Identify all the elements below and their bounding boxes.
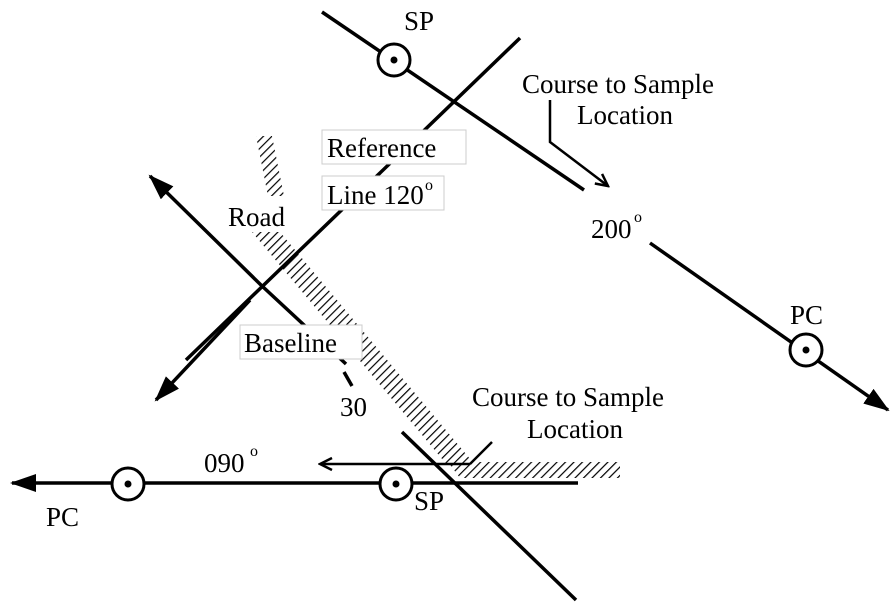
label-angle-090: 090	[204, 448, 245, 478]
label-angle-200: 200	[591, 214, 632, 244]
label-baseline: Baseline	[244, 328, 337, 358]
label-reference-1: Reference	[327, 133, 436, 163]
lower-diagonal-line	[400, 430, 578, 602]
label-sp-bottom: SP	[414, 486, 444, 516]
label-sp-top: SP	[404, 6, 434, 36]
label-course-bottom-1: Course to Sample	[472, 382, 664, 412]
label-pc-left: PC	[46, 502, 79, 532]
station-marker-pc-right	[788, 332, 824, 368]
label-course-top-2: Location	[577, 100, 673, 130]
station-marker-sp-top	[376, 42, 412, 78]
label-baseline-30: 30	[340, 392, 367, 422]
label-road: Road	[228, 202, 285, 232]
label-angle-090-degree: o	[250, 443, 258, 460]
label-pc-right: PC	[790, 300, 823, 330]
label-course-bottom-2: Location	[527, 414, 623, 444]
label-angle-200-degree: o	[634, 209, 642, 226]
road-hatch	[252, 136, 620, 478]
station-marker-pc-left	[110, 466, 146, 502]
label-reference-degree: o	[425, 177, 433, 194]
course-arrow-bottom-tie	[469, 441, 493, 465]
course-arrow-top	[548, 100, 608, 186]
label-reference-2: Line 120	[327, 180, 424, 210]
station-marker-sp-bottom	[378, 466, 414, 502]
label-course-top-1: Course to Sample	[522, 69, 714, 99]
